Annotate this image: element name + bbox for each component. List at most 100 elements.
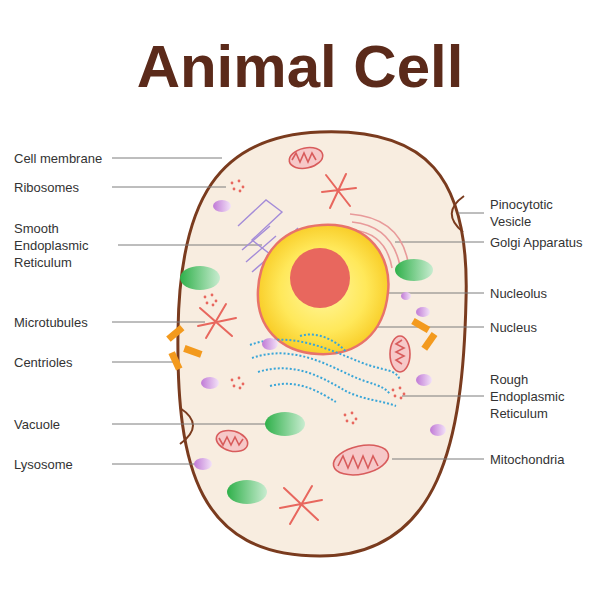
ribosomes xyxy=(215,300,218,303)
rough-er xyxy=(252,353,390,394)
microtubules xyxy=(280,486,322,524)
lysosome xyxy=(401,292,411,300)
ribosomes xyxy=(400,397,403,400)
ribosomes xyxy=(206,302,209,305)
vacuole xyxy=(227,480,267,504)
part-label: Nucleus xyxy=(490,319,596,336)
pinocytotic-vesicle xyxy=(180,196,464,444)
ribosomes xyxy=(231,182,234,185)
nucleolus xyxy=(290,248,350,308)
ribosomes xyxy=(204,180,406,425)
centrioles xyxy=(411,318,430,333)
rough-er xyxy=(270,384,336,402)
pinocytotic-vesicle xyxy=(180,408,193,444)
ribosomes xyxy=(238,377,241,380)
ribosomes xyxy=(392,389,395,392)
cell-body xyxy=(178,132,466,556)
part-label: Centrioles xyxy=(14,354,109,371)
ribosomes xyxy=(239,387,242,390)
lysosome xyxy=(430,424,446,436)
leader-lines xyxy=(112,424,278,425)
lysosome xyxy=(416,374,432,386)
mitochondria xyxy=(219,437,243,445)
leader-lines xyxy=(118,245,262,246)
mitochondria xyxy=(338,456,378,468)
pinocytotic-vesicle xyxy=(452,196,464,232)
ribosomes xyxy=(238,180,241,183)
mitochondria xyxy=(214,145,410,480)
rough-er xyxy=(300,335,346,352)
nucleus xyxy=(258,225,389,354)
ribosomes xyxy=(344,414,347,417)
leader-lines xyxy=(112,362,175,363)
ribosomes xyxy=(352,422,355,425)
ribosomes xyxy=(239,190,242,193)
microtubules xyxy=(198,304,236,338)
part-label: Golgi Apparatus xyxy=(490,234,596,251)
centrioles xyxy=(421,332,437,351)
nucleus xyxy=(258,225,389,354)
lysosome xyxy=(213,200,231,212)
lysosome xyxy=(201,377,219,389)
title: Animal Cell xyxy=(0,34,600,100)
leader-lines xyxy=(395,242,484,243)
cell-body xyxy=(178,132,466,556)
part-label: Lysosome xyxy=(14,456,109,473)
leader-lines xyxy=(458,213,484,214)
part-label: Smooth Endoplasmic Reticulum xyxy=(14,220,114,271)
centrioles xyxy=(166,318,437,371)
part-label: Ribosomes xyxy=(14,179,109,196)
part-label: Nucleolus xyxy=(490,285,596,302)
vacuole xyxy=(265,412,305,436)
lysosome xyxy=(194,458,212,470)
ribosomes xyxy=(403,393,406,396)
microtubules xyxy=(198,174,356,524)
part-label: Pinocytotic Vesicle xyxy=(490,196,582,230)
ribosomes xyxy=(212,304,215,307)
leader-lines xyxy=(112,158,222,159)
nucleolus xyxy=(290,248,350,308)
ribosomes xyxy=(233,188,236,191)
leader-lines xyxy=(392,459,484,460)
lysosome xyxy=(262,338,278,350)
lysosome xyxy=(416,307,430,317)
ribosomes xyxy=(231,379,234,382)
centrioles xyxy=(168,351,182,370)
ribosomes xyxy=(351,412,354,415)
centrioles xyxy=(183,345,202,358)
part-label: Cell membrane xyxy=(14,150,109,167)
ribosomes xyxy=(242,186,245,189)
leader-lines xyxy=(112,464,196,465)
mitochondria xyxy=(287,145,324,172)
microtubules xyxy=(322,174,356,208)
leader-lines xyxy=(112,158,484,464)
mitochondria xyxy=(390,336,410,372)
vacuole xyxy=(180,266,220,290)
ribosomes xyxy=(233,385,236,388)
mitochondria xyxy=(331,440,392,479)
lysosome xyxy=(194,200,446,470)
ribosomes xyxy=(355,418,358,421)
part-label: Microtubules xyxy=(14,314,109,331)
rough-er xyxy=(250,335,400,406)
leader-lines xyxy=(112,322,205,323)
part-label: Mitochondria xyxy=(490,451,596,468)
leader-lines xyxy=(112,187,226,188)
ribosomes xyxy=(399,387,402,390)
mitochondria xyxy=(292,153,316,162)
centrioles xyxy=(166,325,184,342)
ribosomes xyxy=(346,420,349,423)
part-label: Rough Endoplasmic Reticulum xyxy=(490,371,582,422)
ribosomes xyxy=(211,294,214,297)
vacuole xyxy=(180,259,433,504)
ribosomes xyxy=(242,383,245,386)
ribosomes xyxy=(394,395,397,398)
rough-er xyxy=(258,368,396,406)
part-label: Vacuole xyxy=(14,416,109,433)
ribosomes xyxy=(204,296,207,299)
mitochondria xyxy=(396,340,404,364)
vacuole xyxy=(395,259,433,281)
mitochondria xyxy=(214,427,250,455)
leader-lines xyxy=(402,396,484,397)
